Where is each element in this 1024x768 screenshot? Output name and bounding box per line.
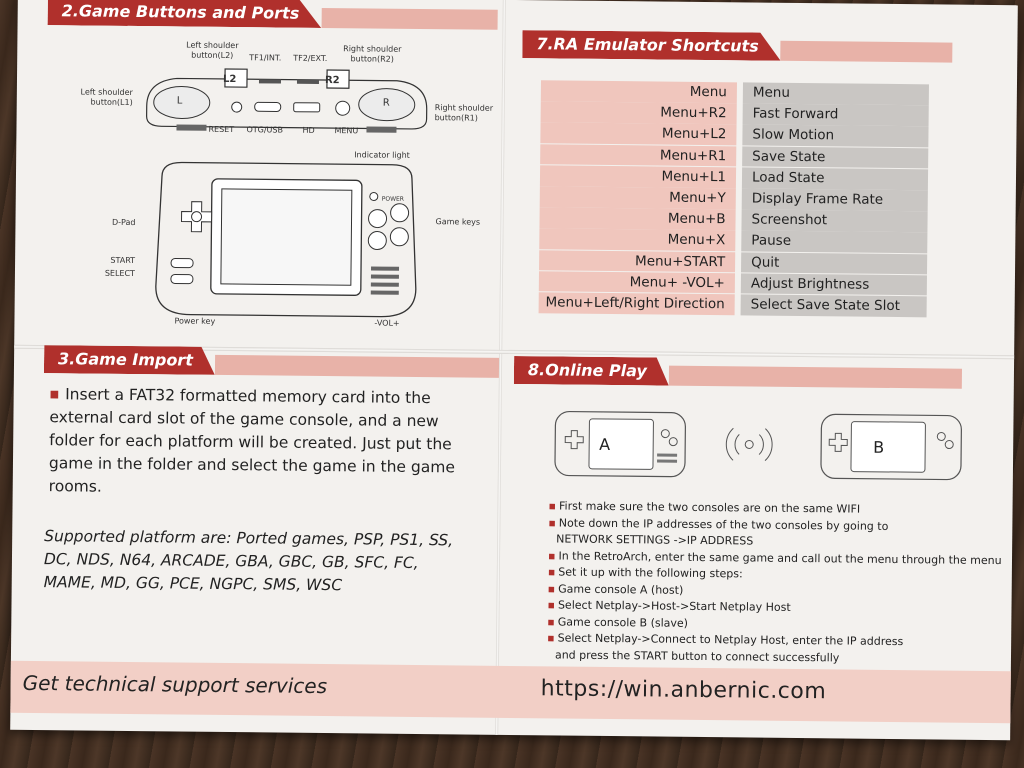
- section-title: 7.RA Emulator Shortcuts: [522, 30, 781, 61]
- shortcut-key: Menu+X: [539, 228, 736, 252]
- shortcut-key: Menu+START: [539, 249, 736, 273]
- reset-label: RESET: [208, 124, 235, 135]
- shortcut-key: Menu+R2: [540, 101, 737, 125]
- select-callout: SELECT: [104, 268, 136, 279]
- shortcut-key: Menu+Y: [539, 186, 736, 210]
- game-import-paragraph: ■Insert a FAT32 formatted memory card in…: [49, 383, 470, 502]
- manual-sheet: 2.Game Buttons and Ports 7.RA Emulator S…: [10, 0, 1018, 741]
- shortcut-action: Load State: [741, 167, 929, 190]
- console-front-view-diagram: [155, 161, 417, 318]
- otg-label: OTG/USB: [246, 125, 284, 135]
- section-header-game-import: 3.Game Import: [44, 345, 500, 378]
- supported-platforms: Supported platform are: Ported games, PS…: [43, 527, 454, 595]
- shortcut-action: Pause: [741, 230, 928, 254]
- console-b-label: B: [873, 437, 885, 457]
- shortcut-action: Save State: [742, 145, 929, 169]
- l1-callout: Left shoulder button(L1): [80, 87, 133, 107]
- shortcut-key: Menu+L1: [539, 165, 737, 188]
- section-header-shortcuts: 7.RA Emulator Shortcuts: [522, 30, 953, 63]
- tf2-callout: TF2/EXT.: [293, 53, 328, 64]
- game-keys-callout: Game keys: [435, 217, 481, 227]
- shortcut-action: Adjust Brightness: [740, 273, 927, 296]
- bullet-icon: ■: [49, 389, 60, 401]
- section-header-online-play: 8.Online Play: [514, 356, 963, 389]
- shortcut-key: Menu: [540, 80, 737, 104]
- dpad-callout: D-Pad: [111, 217, 136, 228]
- indicator-light-callout: Indicator light: [354, 150, 410, 160]
- tf1-callout: TF1/INT.: [249, 53, 282, 63]
- shortcut-key: Menu+L2: [540, 122, 737, 146]
- menu-label: MENU: [334, 126, 359, 136]
- shortcut-action: Screenshot: [741, 209, 928, 233]
- online-play-diagram: [554, 410, 962, 481]
- support-url: https://win.anbernic.com: [540, 676, 827, 705]
- l-button-label: L: [176, 95, 183, 107]
- r1-callout: Right shoulder button(R1): [434, 103, 494, 123]
- section-title: 8.Online Play: [514, 356, 669, 386]
- section-title: 3.Game Import: [44, 345, 215, 375]
- shortcut-key: Menu+R1: [540, 143, 737, 167]
- r2-button-label: R2: [324, 75, 340, 87]
- l2-button-label: L2: [222, 73, 237, 86]
- section-title: 2.Game Buttons and Ports: [48, 0, 322, 28]
- support-text: Get technical support services: [22, 670, 328, 699]
- online-play-steps: First make sure the two consoles are on …: [547, 498, 1009, 668]
- section-header-game-buttons: 2.Game Buttons and Ports: [48, 0, 498, 30]
- start-callout: START: [110, 255, 136, 266]
- shortcut-action: Slow Motion: [742, 124, 929, 148]
- vol-callout: -VOL+: [374, 318, 400, 328]
- shortcut-key: Menu+Left/Right Direction: [538, 292, 735, 315]
- power-key-callout: Power key: [174, 316, 216, 326]
- shortcut-key: Menu+B: [539, 207, 736, 231]
- r-button-label: R: [382, 97, 390, 109]
- shortcut-action: Quit: [741, 251, 928, 275]
- power-indicator-text: POWER: [381, 195, 405, 203]
- list-item-continuation: and press the START button to connect su…: [554, 647, 840, 664]
- shortcut-key: Menu+ -VOL+: [538, 270, 736, 294]
- l2-callout: Left shoulder button(L2): [186, 40, 239, 61]
- r2-callout: Right shoulder button(R2): [343, 44, 402, 64]
- shortcut-action: Fast Forward: [742, 103, 929, 127]
- shortcut-action: Menu: [742, 82, 929, 106]
- console-a-label: A: [599, 434, 611, 455]
- shortcut-action: Display Frame Rate: [741, 188, 928, 212]
- shortcut-action: Select Save State Slot: [740, 294, 927, 317]
- console-top-view-diagram: [146, 68, 428, 133]
- import-instructions: Insert a FAT32 formatted memory card int…: [48, 385, 456, 496]
- hd-label: HD: [302, 125, 315, 135]
